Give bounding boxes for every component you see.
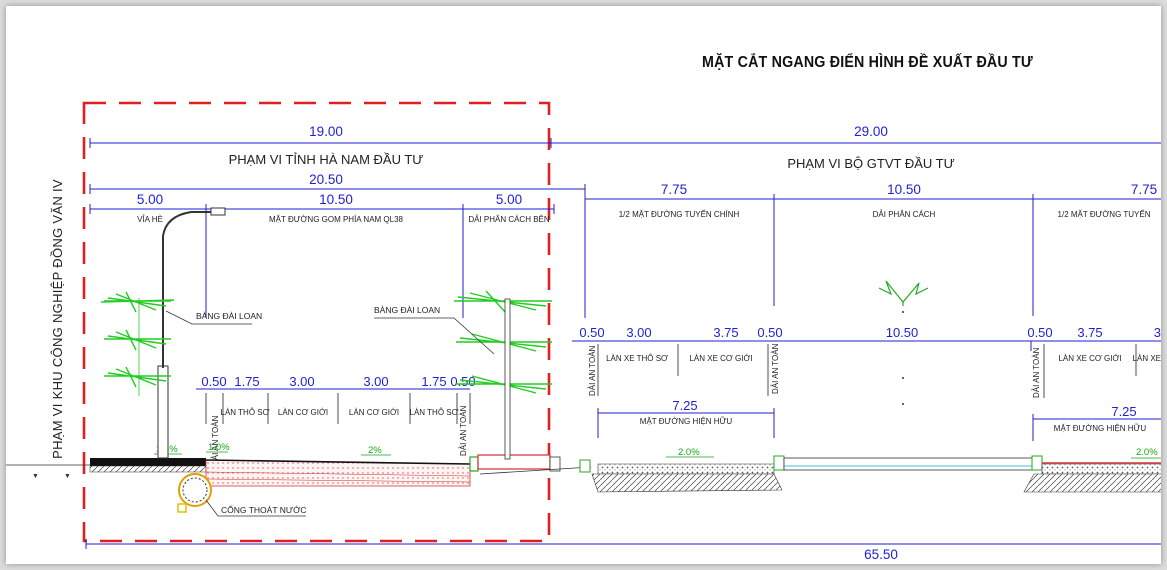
- svg-text:▼: ▼: [32, 473, 39, 480]
- zone-sidewalk: VỈA HÈ: [137, 215, 163, 224]
- tree-right: [454, 290, 552, 394]
- main-lane-dividers: [597, 344, 1137, 398]
- page-title: MẶT CẮT NGANG ĐIỂN HÌNH ĐỀ XUẤT ĐẦU TƯ: [702, 54, 1033, 71]
- slope-main: 2.0%: [678, 447, 700, 458]
- right-lane-width: 3.75: [1077, 325, 1102, 340]
- dim-ministry-width: 29.00: [854, 124, 888, 139]
- frontage-lane-names: DẢI AN TOÀN LÀN THÔ SƠ LÀN CƠ GIỚI LÀN C…: [211, 405, 468, 466]
- slope-main-right: 2.0%: [1136, 447, 1158, 458]
- lane-safety-strip: DẢI AN TOÀN: [1032, 347, 1041, 398]
- lane-safety-strip: DẢI AN TOÀN: [459, 405, 468, 456]
- right-existing-width: 7.25: [1111, 404, 1136, 419]
- lane-safety-strip: DẢI AN TOÀN: [588, 345, 597, 396]
- dim-half-road: 7.75: [661, 182, 687, 197]
- right-lane-width: 0.50: [1027, 325, 1052, 340]
- lane-non-motor: LÀN XE THÔ SƠ: [606, 354, 668, 363]
- lane-motor: LÀN XE: [1133, 354, 1161, 363]
- frontage-lane-width: 1.75: [421, 374, 446, 389]
- dim-median: 10.50: [887, 182, 921, 197]
- main-lane-width: 0.50: [579, 325, 604, 340]
- zone-median: DẢI PHÂN CÁCH: [873, 210, 936, 219]
- industrial-zone-label: PHẠM VI KHU CÔNG NGHIỆP ĐỒNG VĂN IV: [50, 179, 65, 459]
- frontage-lane-width: 3.00: [289, 374, 314, 389]
- lane-non-motor: LÀN THÔ SƠ: [221, 408, 270, 417]
- main-lane-names: DẢI AN TOÀN LÀN XE THÔ SƠ LÀN XE CƠ GIỚI…: [588, 343, 780, 426]
- right-lane-width: 3: [1154, 325, 1161, 340]
- right-existing-road-label: MẶT ĐƯỜNG HIỆN HỮU: [1054, 424, 1147, 433]
- zone-labels: VỈA HÈ MẶT ĐƯỜNG GOM PHÍA NAM QL38 DẢI P…: [137, 209, 1151, 224]
- lane-motor: LÀN CƠ GIỚI: [278, 408, 328, 417]
- main-lane-width: 3.00: [626, 325, 651, 340]
- dim-road-width: 10.50: [319, 192, 353, 207]
- dim-province-width: 19.00: [309, 124, 343, 139]
- dimension-lines: [85, 138, 1161, 549]
- dim-side-strip: 5.00: [496, 192, 522, 207]
- dim-total: 65.50: [864, 547, 898, 562]
- tree-trunk: [504, 298, 511, 460]
- main-lane-width: 3.75: [713, 325, 738, 340]
- zone-frontage-road: MẶT ĐƯỜNG GOM PHÍA NAM QL38: [269, 215, 404, 224]
- ministry-scope-label: PHẠM VI BỘ GTVT ĐẦU TƯ: [787, 156, 954, 171]
- frontage-lane-dividers: [205, 393, 471, 424]
- street-light: [157, 207, 226, 459]
- tree-left: [100, 291, 175, 396]
- zone-half-main: 1/2 MẶT ĐƯỜNG TUYẾN CHÍNH: [619, 209, 740, 219]
- tree-label-left: BÀNG ĐÀI LOAN: [196, 311, 262, 321]
- median-plant-icon: [878, 280, 929, 306]
- zone-side-strip: DẢI PHÂN CÁCH BÊN: [468, 215, 550, 224]
- right-lane-dims: 0.50 3.75 3 7.25: [1027, 325, 1161, 419]
- frontage-lane-width: 0.50: [450, 374, 475, 389]
- dim-20-50: 20.50: [309, 172, 343, 187]
- main-lane-width: 0.50: [757, 325, 782, 340]
- frontage-lane-dims: 0.50 1.75 3.00 3.00 1.75 0.50: [201, 374, 475, 389]
- lane-non-motor: LÀN THÔ SƠ: [410, 408, 459, 417]
- drain-pipe: CỐNG THOÁT NƯỚC: [177, 473, 307, 517]
- ground-profile: ▼ ▼: [6, 454, 1161, 493]
- dimension-values: 19.00 29.00 20.50 5.00 10.50 5.00 7.75 1…: [137, 124, 1157, 562]
- lane-safety-strip: DẢI AN TOÀN: [211, 415, 220, 466]
- main-lane-dims: 0.50 3.00 3.75 0.50 10.50 7.25: [579, 325, 918, 413]
- lane-safety-strip: DẢI AN TOÀN: [771, 343, 780, 394]
- slope-safety-strip: 1.0%: [208, 442, 230, 453]
- slope-frontage: 2%: [368, 445, 382, 456]
- median-marks: [902, 311, 904, 405]
- province-scope-boundary: [82, 101, 551, 543]
- drawing-frame: 19.00 29.00 20.50 5.00 10.50 5.00 7.75 1…: [6, 6, 1161, 564]
- svg-text:▼: ▼: [64, 473, 71, 480]
- frontage-lane-width: 1.75: [234, 374, 259, 389]
- median-width: 10.50: [886, 325, 919, 340]
- zone-half-main-right: 1/2 MẶT ĐƯỜNG TUYẾN: [1058, 209, 1151, 219]
- lane-motor: LÀN XE CƠ GIỚI: [689, 354, 752, 363]
- drain-label: CỐNG THOÁT NƯỚC: [221, 504, 307, 515]
- cross-section-drawing: 19.00 29.00 20.50 5.00 10.50 5.00 7.75 1…: [6, 101, 1161, 562]
- dim-half-road-right: 7.75: [1131, 182, 1157, 197]
- existing-road-label: MẶT ĐƯỜNG HIỆN HỮU: [640, 417, 733, 426]
- slope-labels: 1.5% 1.0% 2% 2.0% 2.0%: [154, 442, 1161, 459]
- frontage-lane-width: 3.00: [363, 374, 388, 389]
- frontage-lane-width: 0.50: [201, 374, 226, 389]
- existing-road-width: 7.25: [672, 398, 697, 413]
- lane-motor: LÀN CƠ GIỚI: [349, 408, 399, 417]
- tree-callouts: BÀNG ĐÀI LOAN BÀNG ĐÀI LOAN: [165, 305, 495, 355]
- right-lane-names: DẢI AN TOÀN LÀN XE CƠ GIỚI LÀN XE MẶT ĐƯ…: [1032, 347, 1161, 433]
- scope-labels: PHẠM VI TỈNH HÀ NAM ĐẦU TƯ PHẠM VI BỘ GT…: [229, 152, 955, 171]
- province-scope-label: PHẠM VI TỈNH HÀ NAM ĐẦU TƯ: [229, 152, 424, 167]
- tree-label-right: BÀNG ĐÀI LOAN: [374, 305, 440, 315]
- dim-sidewalk: 5.00: [137, 192, 163, 207]
- lane-motor: LÀN XE CƠ GIỚI: [1058, 354, 1121, 363]
